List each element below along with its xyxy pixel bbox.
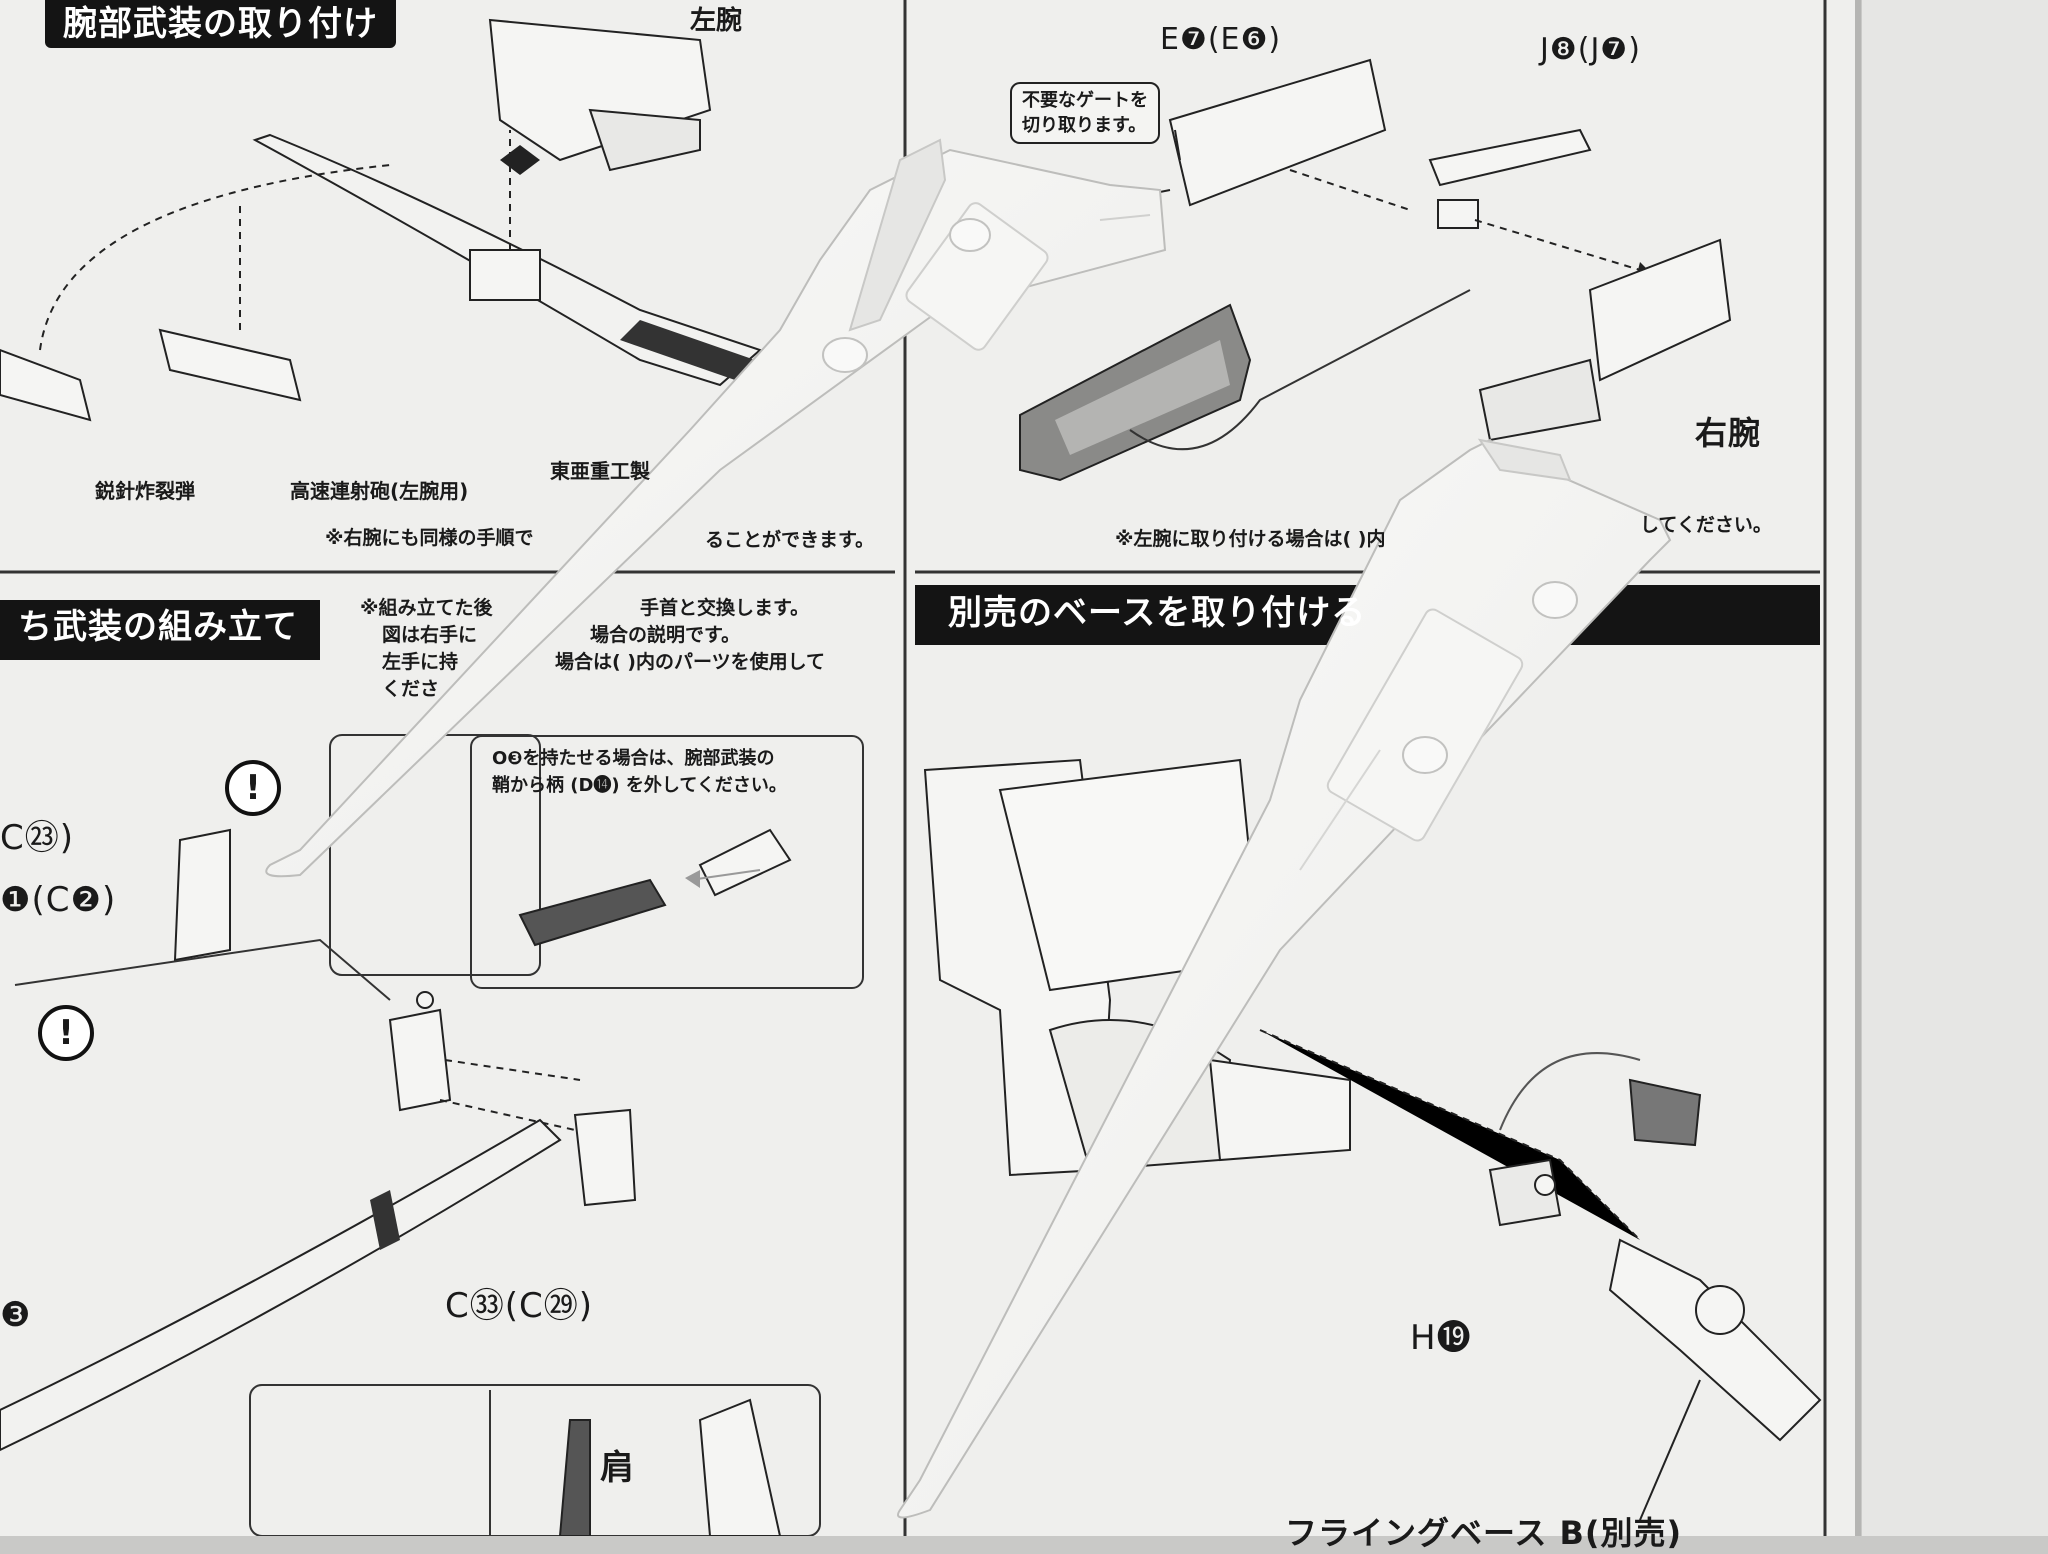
assembly-note-1: ※組み立てた後	[360, 597, 493, 619]
header-base-mount: 別売のベースを取り付ける	[948, 593, 1367, 633]
o3-note-1: O❸を持たせる場合は、腕部武装の	[492, 748, 775, 769]
header-arm-mount: 腕部武装の取り付け	[45, 0, 396, 48]
label-part-j8: J❽(J❼)	[1540, 32, 1641, 67]
assembly-note-4: くださ	[382, 678, 440, 700]
label-flying-base: フライングベース B(別売)	[1285, 1514, 1683, 1552]
label-part-h19: H⓳	[1410, 1318, 1472, 1358]
white-blade-part-1	[265, 138, 1167, 878]
callout-gate-line-2: 切り取ります。	[1022, 115, 1147, 136]
o3-instruction-box	[470, 735, 864, 989]
note-left-arm: ※左腕に取り付ける場合は( )内	[1115, 528, 1386, 550]
white-blade-part-2	[897, 438, 1672, 1519]
label-toa-heavy: 東亜重工製	[550, 459, 650, 483]
header-hand-weapon: ち武装の組み立て	[18, 607, 298, 647]
assembly-note-3b: 場合は( )内のパーツを使用して	[555, 651, 826, 673]
exclamation-icon: !	[225, 760, 281, 816]
label-rapid-cannon: 高速連射砲(左腕用)	[290, 479, 469, 503]
callout-gate: 不要なゲートを 切り取ります。	[1010, 82, 1160, 144]
note-right-arm: ※右腕にも同様の手順で	[325, 527, 534, 549]
label-part-c2: ❶(C❷)	[0, 880, 117, 920]
assembly-note-3: 左手に持	[382, 651, 459, 673]
label-needle-bomb: 鋭針炸裂弾	[95, 479, 195, 503]
label-part-c33: C㉝(C㉙)	[445, 1286, 594, 1326]
manual-page-right-edge	[1862, 0, 2048, 1536]
label-part-c23: C㉓)	[0, 818, 75, 858]
note-left-arm-end: してください。	[1640, 514, 1772, 536]
o3-note-2: 鞘から柄 (D⓮) を外してください。	[492, 775, 787, 796]
note-right-arm-end: ることができます。	[705, 529, 875, 551]
label-left-arm-top: 左腕	[690, 6, 743, 36]
label-part-3: ❸	[0, 1295, 32, 1335]
assembly-note-2b: 場合の説明です。	[590, 624, 741, 646]
caution-icon: !	[38, 1005, 94, 1061]
assembly-note-2: 図は右手に	[382, 624, 478, 646]
assembly-note-1b: 手首と交換します。	[640, 597, 810, 619]
label-part-e7: E❼(E❻)	[1160, 22, 1282, 57]
label-shoulder: 肩	[600, 1448, 635, 1488]
callout-gate-line-1: 不要なゲートを	[1022, 90, 1148, 111]
page-divider	[1855, 0, 1861, 1536]
label-right-arm: 右腕	[1695, 414, 1762, 452]
